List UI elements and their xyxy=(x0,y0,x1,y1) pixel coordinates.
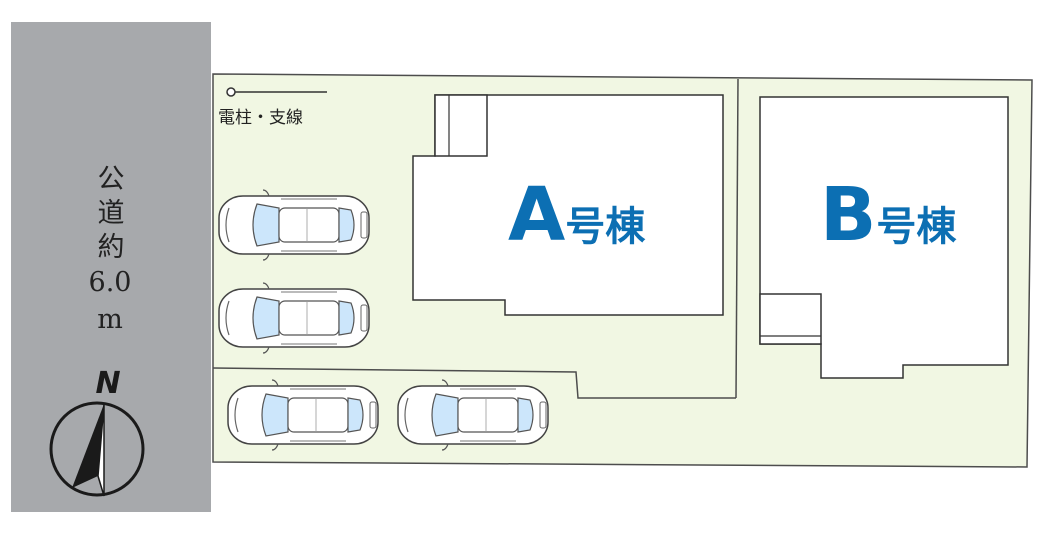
road-width-value: 6.0 xyxy=(89,267,132,298)
north-compass: N xyxy=(49,366,145,497)
lot-divider-line xyxy=(735,78,739,399)
compass-arrow-icon xyxy=(72,404,104,488)
building-a-suffix: 号棟 xyxy=(565,204,646,250)
car-top-view-icon xyxy=(227,379,379,451)
svg-text:A号棟: A号棟 xyxy=(508,172,646,258)
road-width-unit: m xyxy=(97,304,123,335)
public-road xyxy=(11,22,211,512)
parking-boundary-line xyxy=(212,367,736,399)
car-top-view-icon xyxy=(218,282,370,354)
compass-north-label: N xyxy=(95,366,120,401)
compass-ring xyxy=(49,401,145,497)
building-b: B号棟 xyxy=(759,96,1009,379)
road-label-char-3: 約 xyxy=(98,232,125,263)
road-label-char-1: 公 xyxy=(98,164,125,195)
road-label: 公 道 約 6.0 m xyxy=(89,164,132,335)
building-b-letter: B xyxy=(820,172,876,258)
building-a-letter: A xyxy=(508,172,565,258)
building-a-footprint xyxy=(412,94,724,316)
building-a: A号棟 xyxy=(412,94,724,316)
utility-pole-label: 電柱・支線 xyxy=(218,108,303,128)
building-b-suffix: 号棟 xyxy=(876,204,957,250)
utility-pole: 電柱・支線 xyxy=(218,87,327,128)
svg-text:B号棟: B号棟 xyxy=(820,172,957,258)
car-top-view-icon xyxy=(218,189,370,261)
car-top-view-icon xyxy=(397,379,549,451)
road-label-char-2: 道 xyxy=(98,198,125,229)
utility-pole-icon xyxy=(226,87,236,97)
building-a-porch xyxy=(434,94,488,157)
